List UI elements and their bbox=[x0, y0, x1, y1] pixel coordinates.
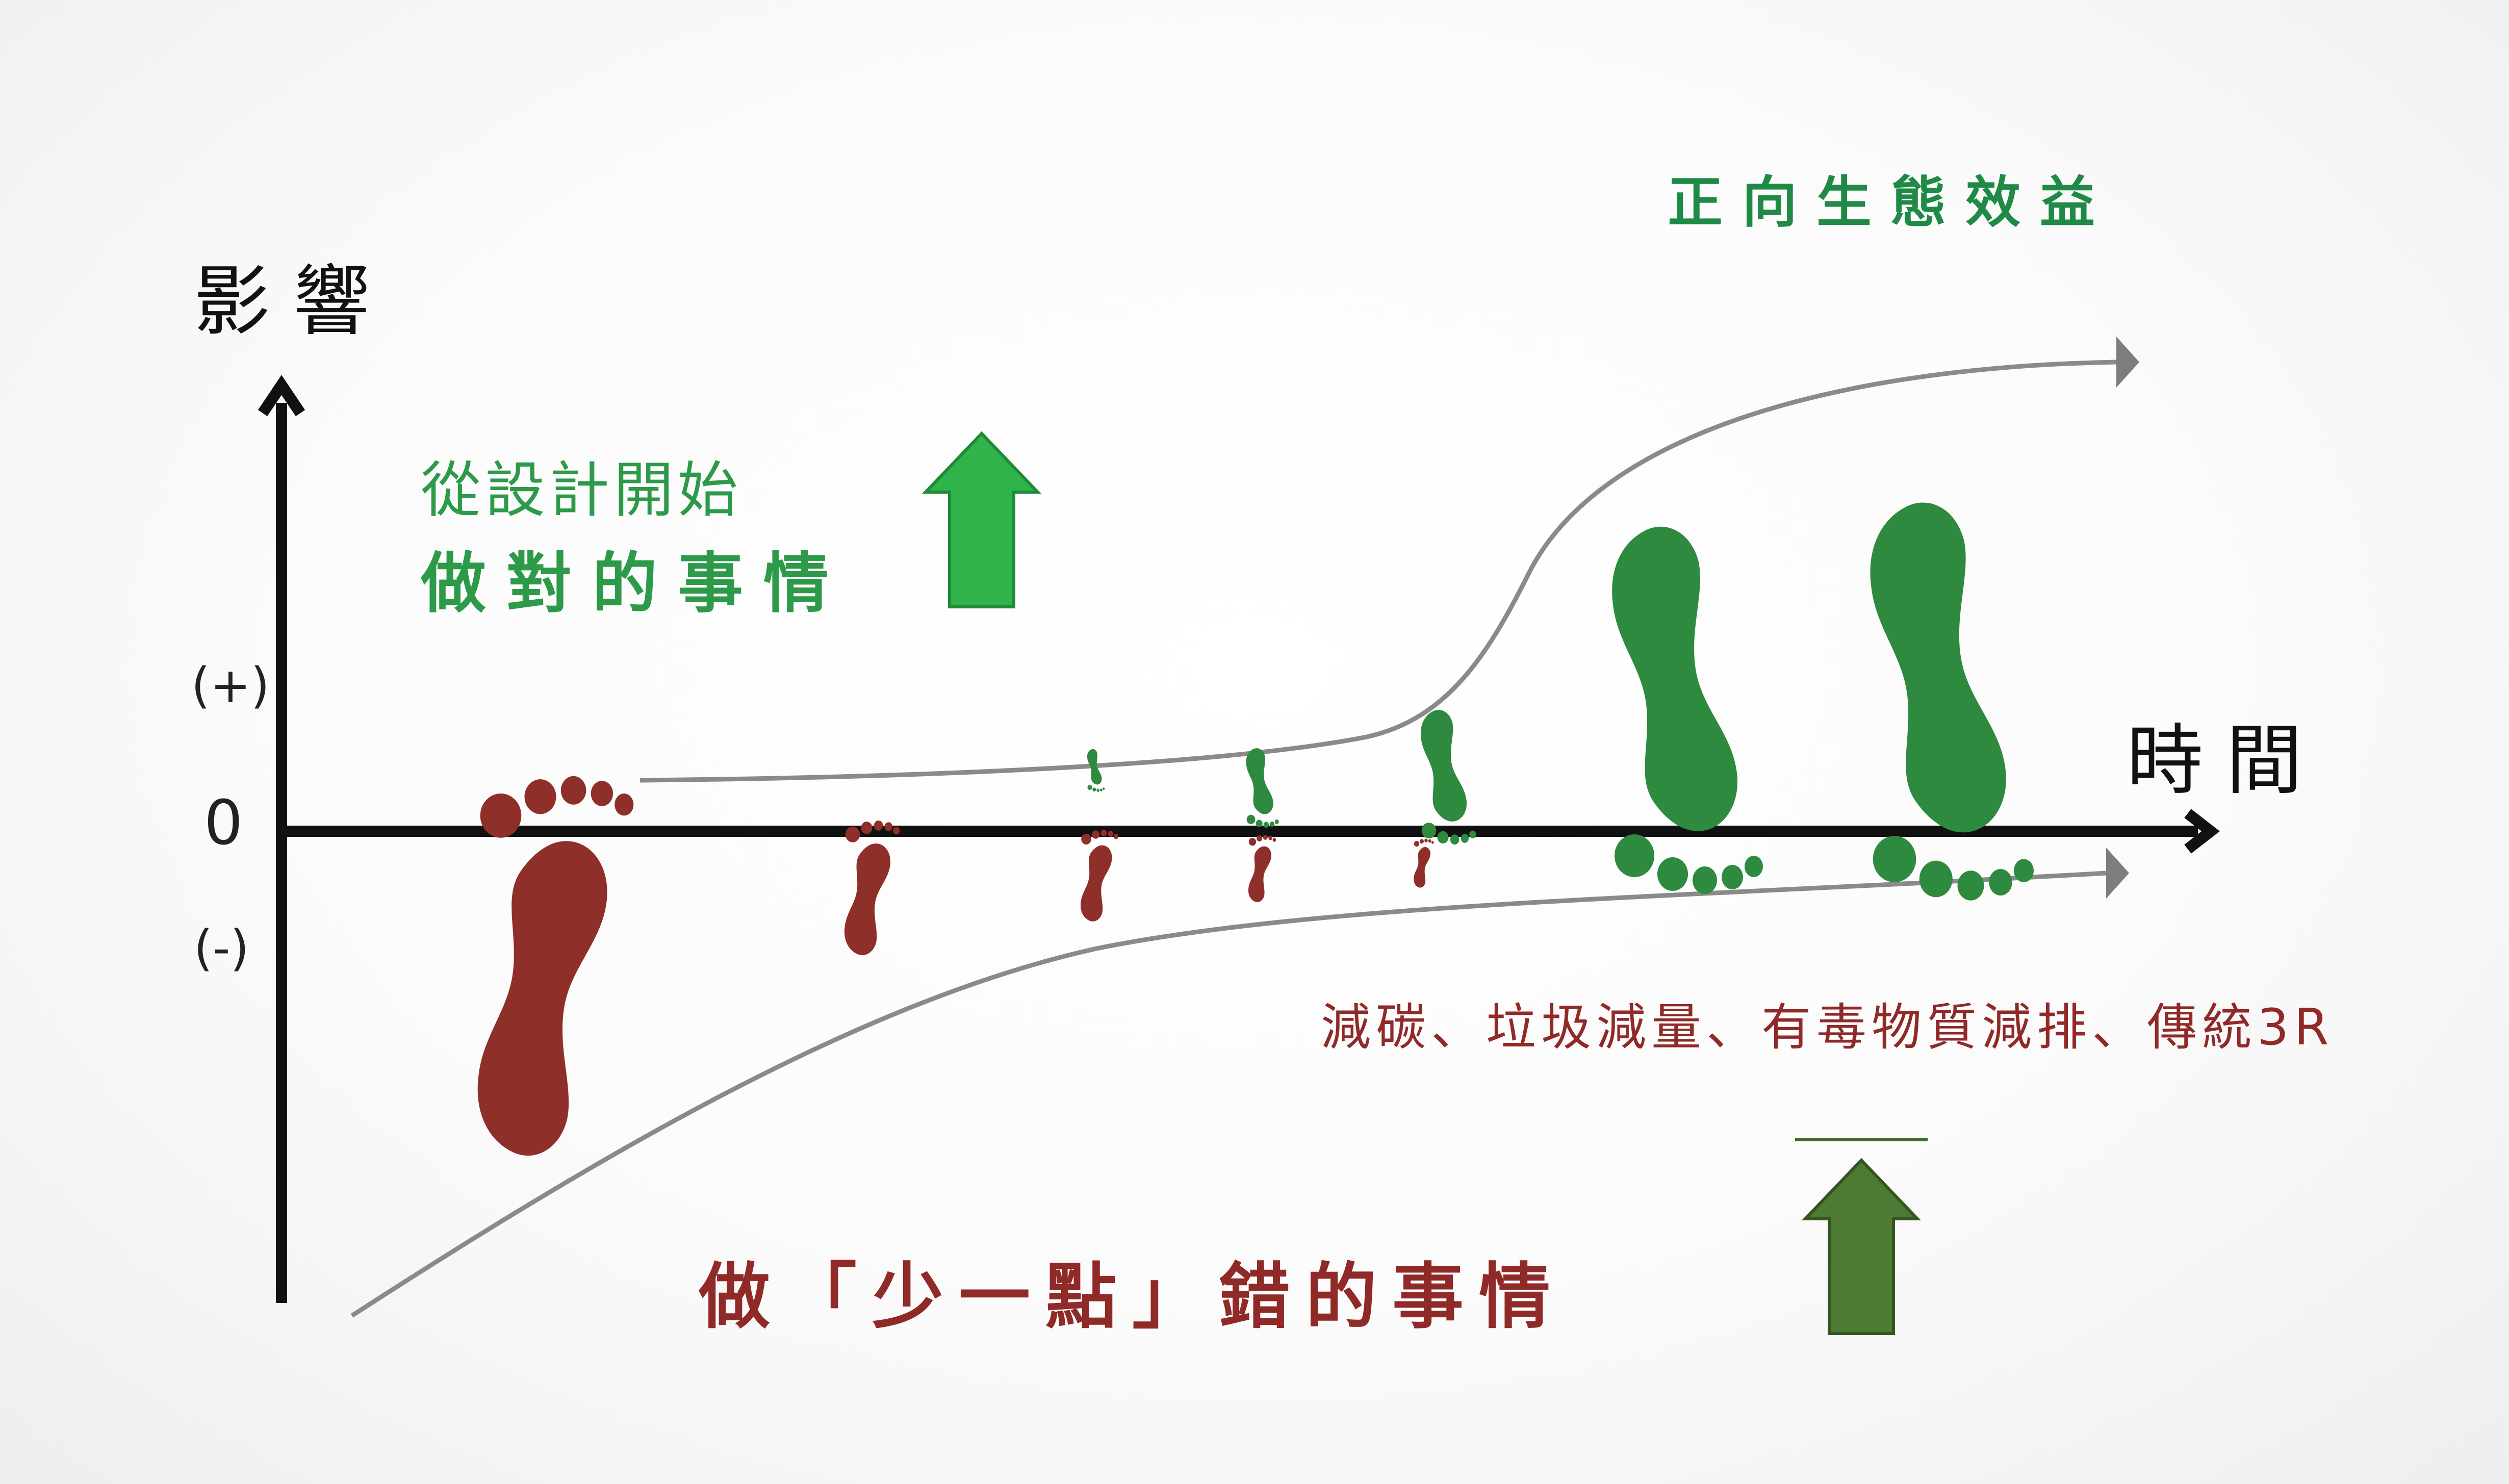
x-axis-arrowhead bbox=[2184, 809, 2220, 854]
positive-heading-line2: 做對的事情 bbox=[421, 546, 850, 622]
y-axis-arrowhead bbox=[258, 375, 305, 417]
footprint-icon bbox=[1421, 710, 1476, 845]
y-axis-title: 影響 bbox=[194, 258, 393, 346]
footprint-icon bbox=[1414, 838, 1434, 888]
olive-up-arrow-icon bbox=[1801, 1158, 1922, 1335]
negative-slogan: 做「少一點」錯的事情 bbox=[699, 1256, 1566, 1339]
positive-curve bbox=[639, 360, 2117, 783]
positive-result-label: 正向生態效益 bbox=[1668, 171, 2115, 235]
negative-result-label: 減碳、垃圾減量、有毒物質減排、傳統3R bbox=[1321, 999, 2334, 1057]
green-footprints bbox=[1087, 503, 2034, 901]
tick-plus: (+) bbox=[191, 658, 270, 714]
positive-curve-arrowhead bbox=[2116, 337, 2139, 388]
green-up-arrow-icon bbox=[921, 431, 1042, 608]
footprint-icon bbox=[1246, 748, 1278, 828]
footprint-icon bbox=[1087, 749, 1105, 792]
negative-curve-arrowhead bbox=[2106, 848, 2129, 899]
footprint-icon bbox=[1612, 527, 1763, 894]
tick-minus: (-) bbox=[194, 920, 249, 977]
footprint-icon bbox=[1081, 829, 1118, 922]
positive-heading-line1: 從設計開始 bbox=[421, 455, 743, 525]
x-axis-title: 時間 bbox=[2127, 717, 2326, 805]
footprint-icon bbox=[1870, 503, 2034, 901]
footprint-icon bbox=[1248, 834, 1276, 902]
footprint-icon bbox=[844, 820, 900, 955]
tick-zero: 0 bbox=[204, 788, 243, 859]
negative-curve bbox=[350, 871, 2107, 1318]
